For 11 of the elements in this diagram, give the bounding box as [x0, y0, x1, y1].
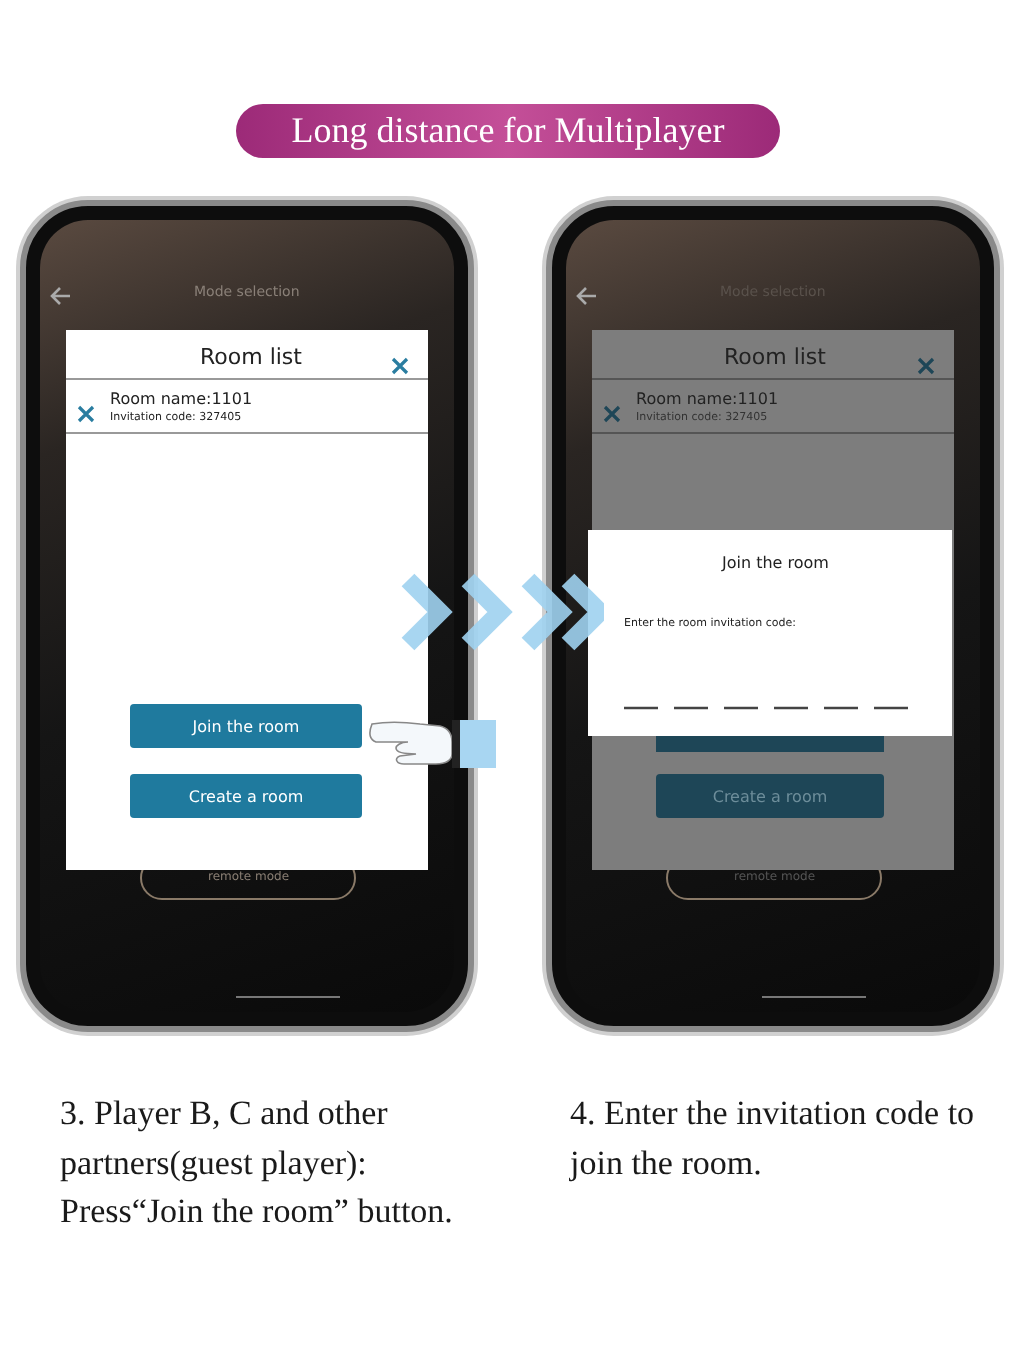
room-name: Room name:1101	[636, 390, 779, 409]
create-button: Create a room	[130, 774, 362, 818]
popup-title: Join the room	[722, 554, 829, 573]
instruction-text: 3. Player B, C and other partners(guest player): Press“Join the room” button.	[60, 1092, 455, 1235]
create-button: Create a room	[656, 774, 884, 818]
instruction-text: 4. Enter the invitation code to join the room.	[570, 1092, 977, 1186]
join-button: Join the room	[130, 704, 362, 748]
title-banner: Long distance for Multiplayer	[236, 104, 780, 158]
dialog-title: Room list	[724, 346, 826, 372]
dialog-title: Room list	[200, 346, 302, 372]
room-name: Room name:1101	[110, 390, 253, 409]
